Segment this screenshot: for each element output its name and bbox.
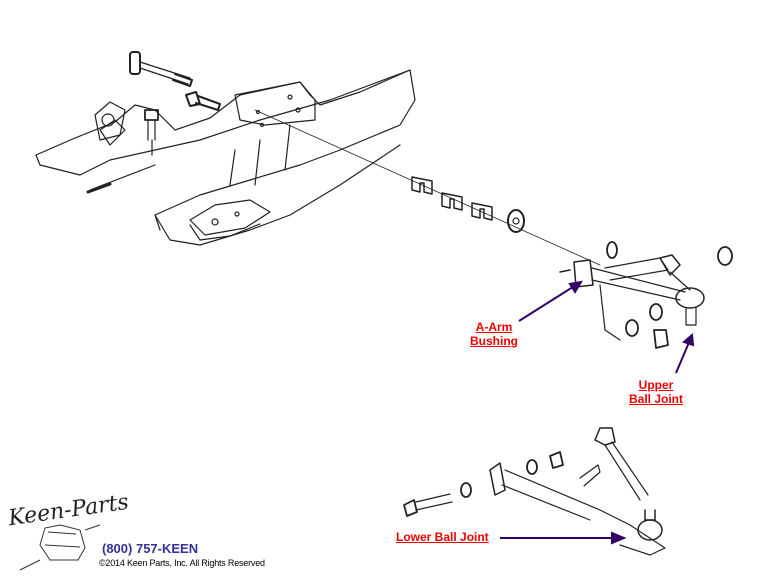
lower-ball-joint-arrow	[500, 531, 627, 545]
lower-ball-joint-link[interactable]: Lower Ball Joint	[396, 530, 489, 544]
upper-ball-joint-link[interactable]: Upper Ball Joint	[629, 378, 683, 406]
washer	[507, 209, 525, 233]
vertical-bolt	[144, 109, 159, 156]
short-bolt	[185, 91, 221, 111]
upper-ball-joint-label-line1[interactable]: Upper	[638, 378, 674, 392]
shim-3	[471, 202, 493, 221]
phone-number: (800) 757-KEEN	[102, 541, 199, 556]
a-arm-bushing-label-line2[interactable]: Bushing	[470, 334, 518, 348]
keen-parts-car-logo	[19, 524, 101, 571]
frame-rail	[35, 69, 416, 246]
copyright-notice: ©2014 Keen Parts, Inc. All Rights Reserv…	[99, 558, 265, 568]
shim-1	[411, 176, 433, 195]
upper-ball-joint-arrow	[675, 332, 695, 374]
upper-ball-joint-label-line2[interactable]: Ball Joint	[629, 392, 684, 406]
shim-2	[441, 192, 463, 211]
lower-a-arm	[403, 427, 666, 556]
assembly-axis-line	[254, 109, 601, 266]
a-arm-bushing-label-line1[interactable]: A-Arm	[475, 320, 513, 334]
a-arm-bushing-arrow	[518, 280, 583, 322]
a-arm-bushing-link[interactable]: A-Arm Bushing	[470, 320, 518, 348]
upper-a-arm	[559, 241, 733, 349]
long-bolt	[129, 51, 193, 87]
clamp-bracket	[94, 101, 126, 141]
